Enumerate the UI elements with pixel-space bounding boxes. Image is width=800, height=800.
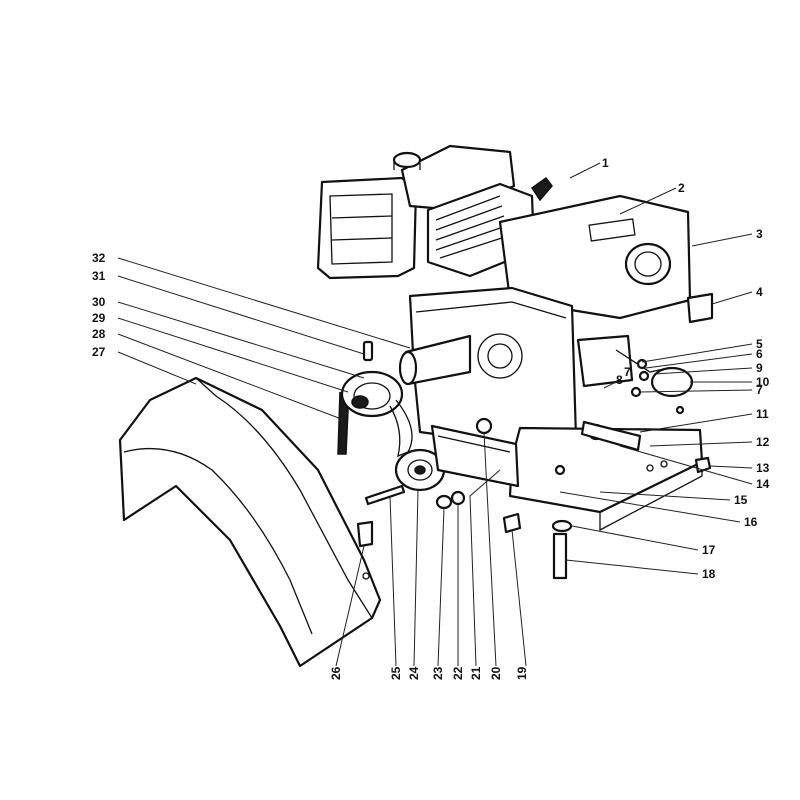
callout-18: 18 bbox=[702, 567, 716, 581]
callout-16: 16 bbox=[744, 515, 758, 529]
callout-19: 19 bbox=[515, 666, 529, 680]
idler-arm bbox=[430, 424, 520, 488]
drive-assembly bbox=[337, 340, 573, 580]
callout-17: 17 bbox=[702, 543, 716, 557]
callout-15: 15 bbox=[734, 493, 748, 507]
callout-13: 13 bbox=[756, 461, 770, 475]
control-bracket bbox=[576, 334, 634, 388]
callout-32: 32 bbox=[92, 251, 106, 265]
callout-10: 10 bbox=[756, 375, 770, 389]
belt-cover bbox=[118, 376, 382, 668]
idler-bolt bbox=[364, 484, 406, 506]
callout-25: 25 bbox=[389, 666, 403, 680]
callout-24: 24 bbox=[407, 666, 421, 680]
callout-23: 23 bbox=[431, 666, 445, 680]
belt-loop bbox=[389, 399, 413, 458]
callout-5: 5 bbox=[756, 337, 763, 351]
washer bbox=[435, 494, 453, 510]
flat-washer bbox=[551, 519, 573, 533]
callout-3: 3 bbox=[756, 227, 763, 241]
callout-21: 21 bbox=[469, 666, 483, 680]
engine-assembly bbox=[316, 144, 714, 532]
callout-22: 22 bbox=[451, 666, 465, 680]
base-bolt bbox=[502, 512, 522, 534]
callout-29: 29 bbox=[92, 311, 106, 325]
callout-31: 31 bbox=[92, 269, 106, 283]
callout-11: 11 bbox=[756, 407, 769, 421]
lock-washer bbox=[450, 490, 466, 506]
callout-7a: 7 bbox=[624, 365, 631, 379]
pulley-key bbox=[362, 340, 374, 362]
fuel-cap bbox=[392, 151, 422, 169]
callout-30: 30 bbox=[92, 295, 106, 309]
belt-cover-assembly bbox=[118, 376, 382, 668]
callout-14: 14 bbox=[756, 477, 770, 491]
callout-12: 12 bbox=[756, 435, 770, 449]
callout-6: 6 bbox=[756, 347, 763, 361]
callout-28: 28 bbox=[92, 327, 106, 341]
cover-bolt bbox=[356, 520, 374, 548]
leader-lines bbox=[117, 162, 753, 667]
callout-labels: 1 2 3 4 5 6 7 7 8 9 10 11 12 13 14 15 16… bbox=[92, 156, 770, 680]
recoil-starter bbox=[624, 242, 672, 286]
callout-1: 1 bbox=[602, 156, 609, 170]
callout-4: 4 bbox=[756, 285, 763, 299]
carriage-bolt bbox=[552, 532, 568, 580]
callout-8: 8 bbox=[616, 373, 623, 387]
callout-2: 2 bbox=[678, 181, 685, 195]
callout-7b: 7 bbox=[756, 383, 763, 397]
deflector-bracket bbox=[686, 292, 714, 324]
callout-20: 20 bbox=[489, 666, 503, 680]
drive-belt bbox=[337, 391, 349, 455]
callout-9: 9 bbox=[756, 361, 763, 375]
callout-26: 26 bbox=[329, 666, 343, 680]
spacer bbox=[475, 417, 493, 435]
spark-plug bbox=[530, 176, 553, 202]
callout-27: 27 bbox=[92, 345, 106, 359]
